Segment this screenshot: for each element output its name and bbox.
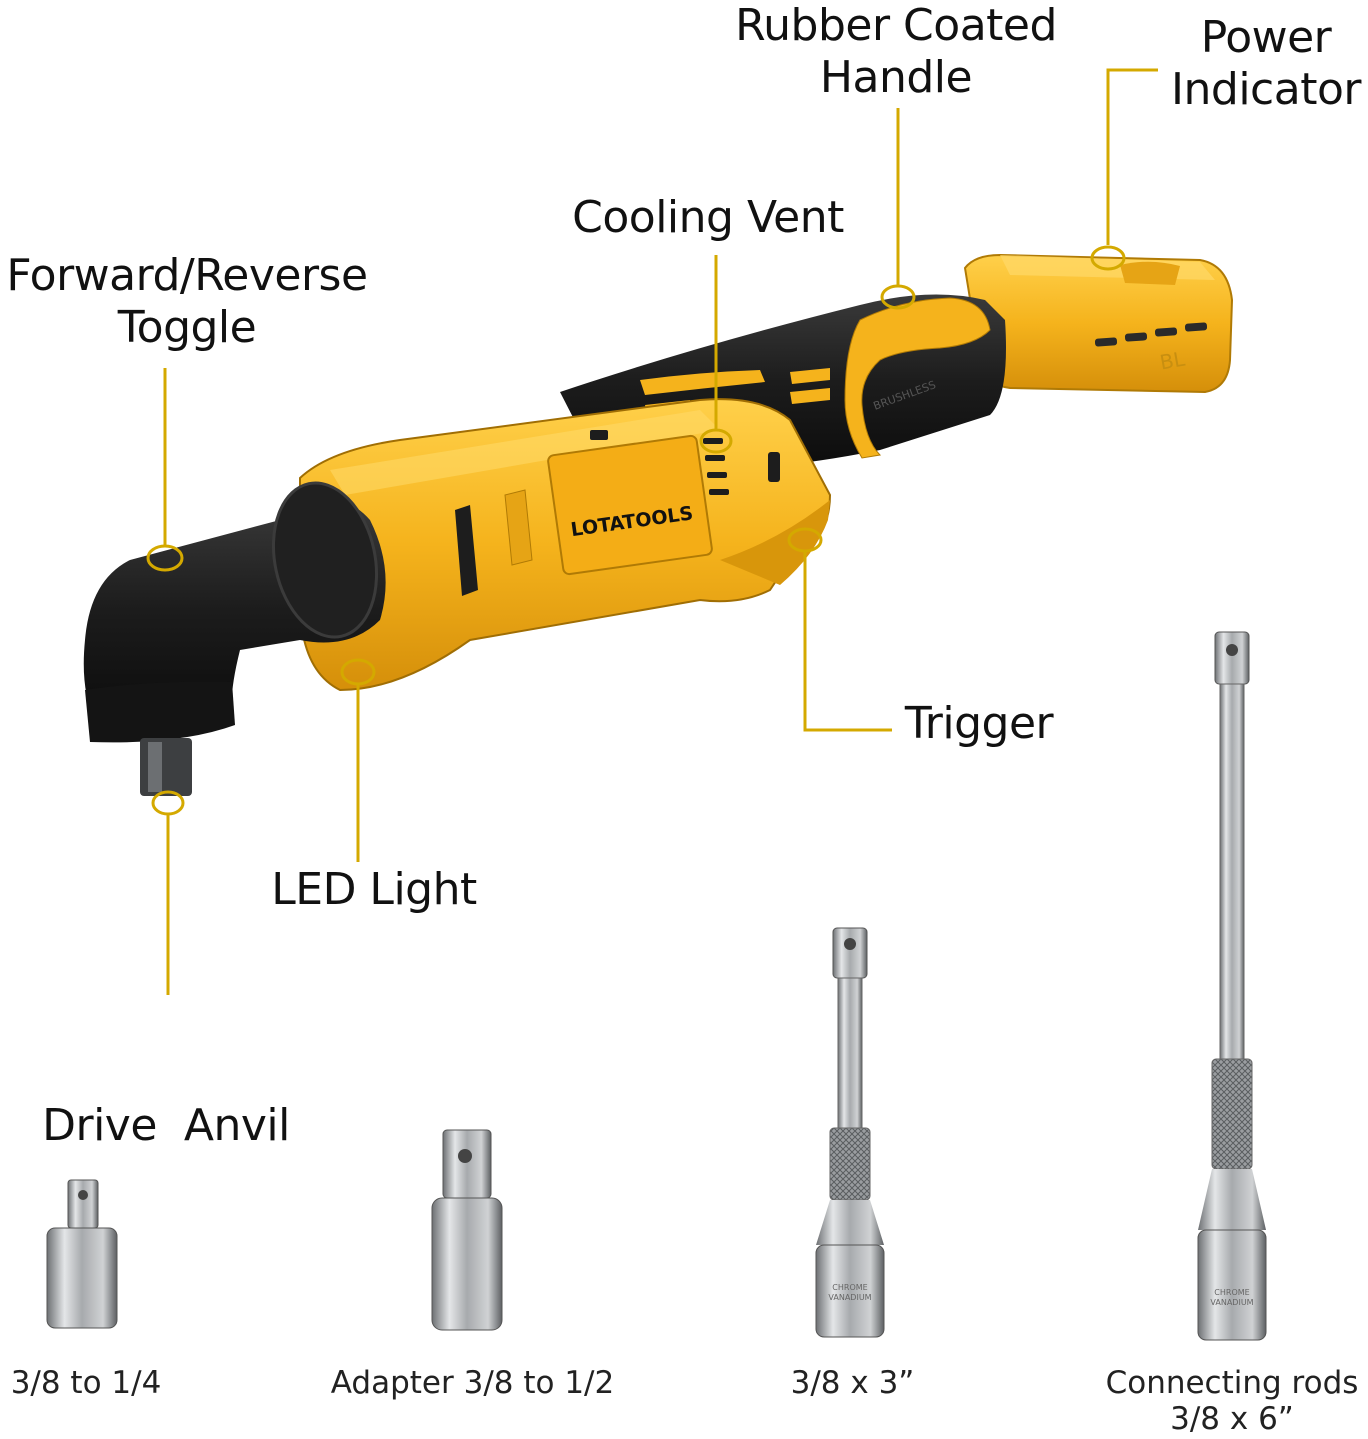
caption-accessory-1-line1: 3/8 to 1/4 <box>10 1365 162 1401</box>
ratchet-wrench: BL BRUSHLESS LOTATOOLS <box>83 253 1234 796</box>
label-power-indicator-line1: Power <box>1200 12 1332 63</box>
label-cooling-vent: Cooling Vent <box>558 192 858 244</box>
accessory-adapter-3-8-to-1-4 <box>46 1179 118 1329</box>
caption-accessory-4: Connecting rods 3/8 x 6” <box>1098 1365 1366 1437</box>
rod-marking-6in-line1: CHROME <box>1214 1288 1249 1297</box>
label-trigger: Trigger <box>894 698 1064 750</box>
label-forward-reverse-toggle-line2: Toggle <box>117 302 257 353</box>
accessory-extension-6-inch: CHROME VANADIUM <box>1197 631 1267 1341</box>
vent-slots <box>1094 322 1208 347</box>
rod-marking-3in-line2: VANADIUM <box>828 1293 871 1302</box>
callout-leaders <box>146 68 1158 995</box>
battery-mount: BL <box>963 253 1234 394</box>
label-trigger-line1: Trigger <box>904 698 1054 749</box>
cooling-vent-slots <box>703 438 729 495</box>
label-led-light: LED Light <box>262 864 486 916</box>
accessory-extension-3-inch: CHROME VANADIUM <box>815 927 885 1338</box>
caption-accessory-2-line1: Adapter 3/8 to 1/2 <box>330 1365 615 1401</box>
rod-marking-3in-line1: CHROME <box>832 1283 867 1292</box>
label-rubber-coated-handle-line1: Rubber Coated <box>735 0 1057 51</box>
caption-accessory-3: 3/8 x 3” <box>770 1365 935 1401</box>
accessory-adapter-3-8-to-1-2 <box>431 1129 503 1331</box>
label-drive-anvil-line1: Drive Anvil <box>42 1100 290 1151</box>
label-drive-anvil: Drive Anvil <box>36 996 296 1204</box>
label-cooling-vent-line1: Cooling Vent <box>572 192 844 243</box>
caption-accessory-4-line1: Connecting rods <box>1105 1365 1359 1401</box>
caption-accessory-1: 3/8 to 1/4 <box>0 1365 172 1401</box>
angle-head <box>83 481 386 796</box>
label-forward-reverse-toggle-line1: Forward/Reverse <box>6 250 368 301</box>
caption-accessory-3-line1: 3/8 x 3” <box>790 1365 915 1401</box>
label-rubber-coated-handle: Rubber Coated Handle <box>726 0 1066 104</box>
label-rubber-coated-handle-line2: Handle <box>819 52 973 103</box>
label-forward-reverse-toggle: Forward/Reverse Toggle <box>0 250 374 354</box>
rod-marking-6in-line2: VANADIUM <box>1210 1298 1253 1307</box>
motor-housing: LOTATOOLS <box>299 398 832 692</box>
pack-marking: BL <box>1158 346 1187 374</box>
caption-accessory-2: Adapter 3/8 to 1/2 <box>320 1365 625 1401</box>
label-power-indicator: Power Indicator <box>1166 12 1366 116</box>
label-led-light-line1: LED Light <box>271 864 477 915</box>
caption-accessory-4-line2: 3/8 x 6” <box>1170 1401 1294 1437</box>
label-power-indicator-line2: Indicator <box>1171 64 1361 115</box>
